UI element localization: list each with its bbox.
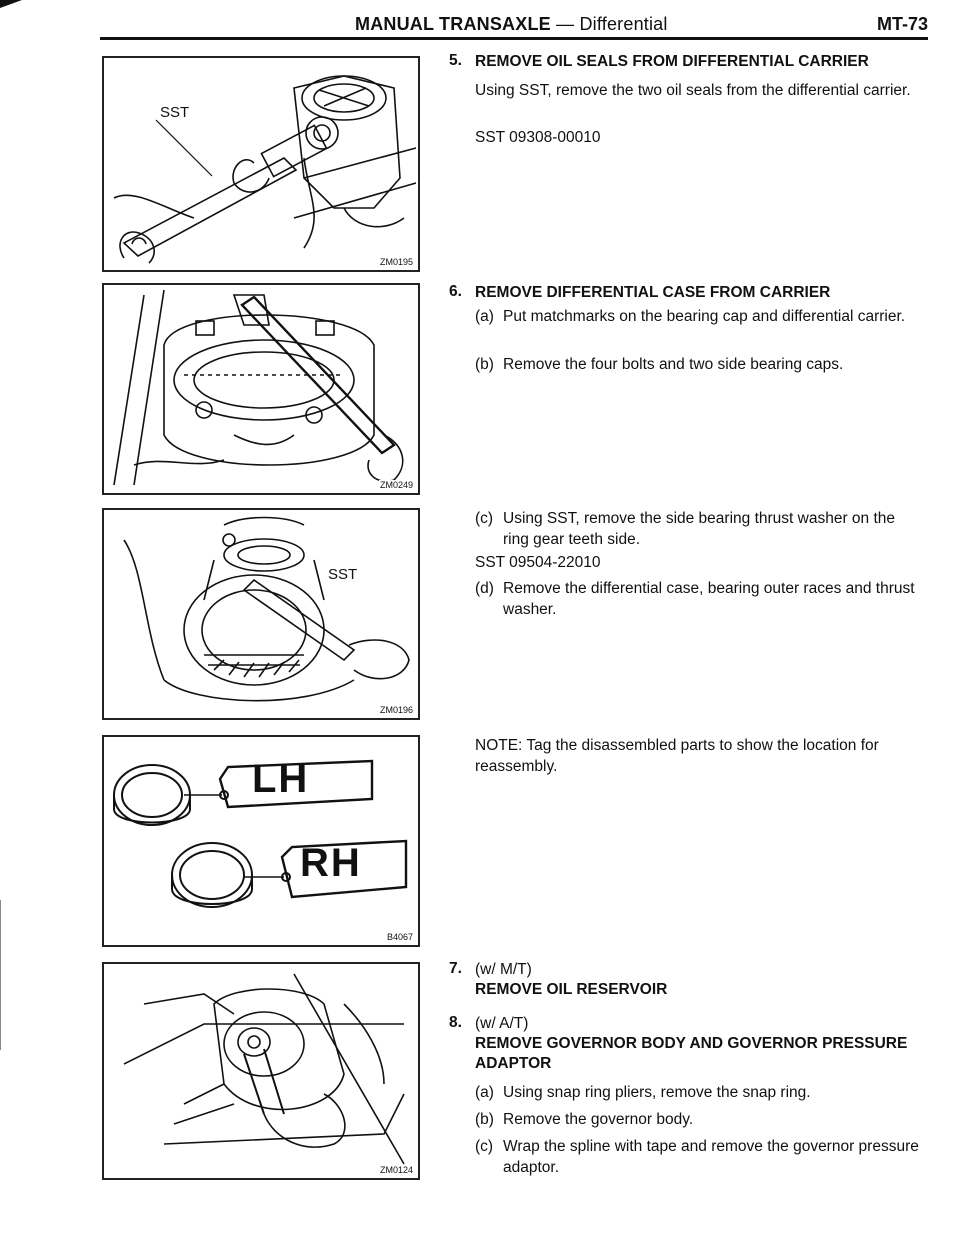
section-subtitle: Differential [579, 14, 668, 34]
sst-number: SST 09504-22010 [475, 554, 601, 571]
step-number: 8. [449, 1014, 462, 1031]
page-number: MT-73 [876, 14, 928, 34]
figure-code: ZM0195 [378, 257, 414, 267]
sst-number: SST 09308-00010 [475, 129, 601, 146]
corner-mark [0, 0, 22, 8]
title-separator: — [550, 14, 580, 34]
step-title: REMOVE GOVERNOR BODY AND GOVERNOR PRESSU… [475, 1035, 908, 1072]
step-6c: (c) Using SST, remove the side bearing t… [475, 508, 923, 550]
sub-text: Remove the differential case, bearing ou… [503, 580, 915, 618]
tag-lh-label: LH [252, 757, 310, 801]
figure-sst-label: SST [160, 104, 190, 121]
figure-code: ZM0196 [378, 705, 414, 715]
page-header: MANUAL TRANSAXLE — Differential MT-73 [100, 12, 928, 40]
step-number: 7. [449, 960, 462, 977]
sub-label: (a) [475, 1084, 494, 1101]
sub-text: Wrap the spline with tape and remove the… [503, 1138, 919, 1176]
manual-section-title: MANUAL TRANSAXLE [355, 14, 551, 34]
page-title: MANUAL TRANSAXLE — Differential [355, 14, 668, 35]
sub-label: (d) [475, 580, 494, 597]
page-edge-line [0, 900, 1, 1050]
sub-label: (c) [475, 1138, 494, 1155]
note: NOTE: Tag the disassembled parts to show… [475, 737, 879, 775]
sub-label: (b) [475, 1111, 494, 1128]
step-7: 7. (w/ M/T) REMOVE OIL RESERVOIR [449, 960, 924, 1004]
step-6b: (b) Remove the four bolts and two side b… [475, 354, 923, 375]
sub-text: Remove the four bolts and two side beari… [503, 356, 844, 373]
matchmarks-bearing-cap-illustration [113, 289, 404, 486]
figure-thrust-washer: SST ZM0196 [102, 508, 420, 720]
figure-tagged-races: LH RH B4067 [102, 735, 420, 947]
step-6a: (a) Put matchmarks on the bearing cap an… [475, 306, 923, 327]
step-5-body: Using SST, remove the two oil seals from… [475, 82, 911, 99]
step-8a: (a) Using snap ring pliers, remove the s… [475, 1082, 923, 1103]
step-number: 6. [449, 283, 462, 300]
step-condition: (w/ A/T) [475, 1015, 529, 1032]
figure-code: ZM0249 [378, 480, 414, 490]
step-number: 5. [449, 52, 462, 69]
step-condition: (w/ M/T) [475, 961, 532, 978]
sst-remove-thrust-washer-illustration [123, 516, 410, 702]
figure-code: B4067 [385, 932, 414, 942]
step-8c: (c) Wrap the spline with tape and remove… [475, 1136, 923, 1178]
figure-code: ZM0124 [378, 1165, 414, 1175]
sst-tool-removing-oil-seal-illustration [113, 75, 417, 264]
sub-text: Using snap ring pliers, remove the snap … [503, 1084, 811, 1101]
sub-label: (c) [475, 510, 494, 527]
figure-matchmarks: ZM0249 [102, 283, 420, 495]
sub-text: Put matchmarks on the bearing cap and di… [503, 308, 906, 325]
step-8: 8. (w/ A/T) REMOVE GOVERNOR BODY AND GOV… [449, 1014, 924, 1078]
header-rule [100, 37, 928, 40]
figure-governor: ZM0124 [102, 962, 420, 1180]
figure-oil-seal-removal: SST ZM0195 [102, 56, 420, 272]
snap-ring-pliers-governor-illustration [123, 973, 405, 1165]
step-title: REMOVE DIFFERENTIAL CASE FROM CARRIER [475, 284, 831, 301]
step-6d: (d) Remove the differential case, bearin… [475, 578, 923, 620]
step-title: REMOVE OIL SEALS FROM DIFFERENTIAL CARRI… [475, 53, 869, 70]
figure-sst-label: SST [328, 566, 358, 583]
sub-label: (b) [475, 356, 494, 373]
sub-label: (a) [475, 308, 494, 325]
tagged-bearing-races-illustration [113, 759, 408, 908]
sub-text: Using SST, remove the side bearing thrus… [503, 510, 896, 548]
step-8b: (b) Remove the governor body. [475, 1109, 923, 1130]
sub-text: Remove the governor body. [503, 1111, 694, 1128]
step-title: REMOVE OIL RESERVOIR [475, 981, 668, 998]
tag-rh-label: RH [300, 841, 362, 885]
